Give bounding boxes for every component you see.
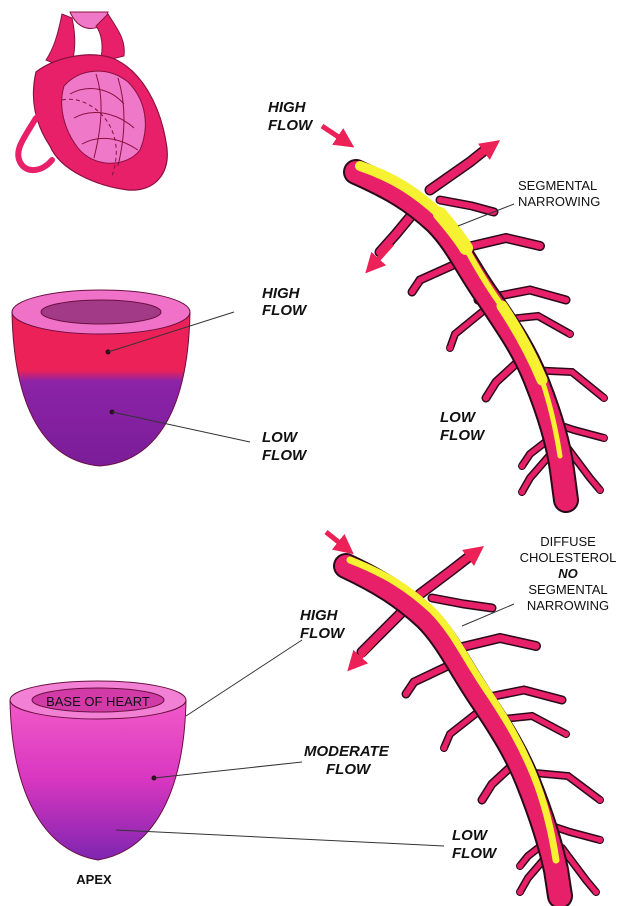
svg-text:FLOW: FLOW: [268, 117, 314, 134]
svg-text:FLOW: FLOW: [440, 427, 486, 444]
svg-text:FLOW: FLOW: [326, 761, 372, 778]
heart-outline-icon: [18, 12, 167, 190]
label-diffuse-cholesterol: DIFFUSE CHOLESTEROL NO SEGMENTAL NARROWI…: [520, 534, 617, 613]
svg-text:SEGMENTAL: SEGMENTAL: [518, 178, 597, 193]
svg-text:CHOLESTEROL: CHOLESTEROL: [520, 550, 617, 565]
svg-text:LOW: LOW: [262, 429, 299, 446]
label-bottom-high-flow: HIGH FLOW: [300, 607, 346, 642]
label-apex: APEX: [76, 872, 112, 887]
svg-text:HIGH: HIGH: [262, 285, 301, 302]
svg-text:DIFFUSE: DIFFUSE: [540, 534, 596, 549]
svg-text:FLOW: FLOW: [262, 447, 308, 464]
svg-text:FLOW: FLOW: [262, 302, 308, 319]
svg-text:FLOW: FLOW: [452, 845, 498, 862]
label-moderate-flow: MODERATE FLOW: [304, 743, 390, 778]
svg-text:HIGH: HIGH: [268, 99, 307, 116]
svg-text:MODERATE: MODERATE: [304, 743, 390, 760]
label-top-ventricle-low-flow: LOW FLOW: [262, 429, 308, 464]
svg-text:APEX: APEX: [76, 872, 112, 887]
label-top-artery-low-flow: LOW FLOW: [440, 409, 486, 444]
svg-text:BASE OF HEART: BASE OF HEART: [46, 694, 150, 709]
ventricle-top: [12, 290, 190, 466]
svg-text:NARROWING: NARROWING: [527, 598, 609, 613]
label-segmental-narrowing: SEGMENTAL NARROWING: [518, 178, 600, 209]
label-bottom-low-flow: LOW FLOW: [452, 827, 498, 862]
svg-text:NO: NO: [558, 566, 578, 581]
label-base-of-heart: BASE OF HEART: [46, 694, 150, 709]
svg-text:LOW: LOW: [440, 409, 477, 426]
svg-text:SEGMENTAL: SEGMENTAL: [528, 582, 607, 597]
svg-text:LOW: LOW: [452, 827, 489, 844]
label-top-artery-high-flow: HIGH FLOW: [268, 99, 314, 134]
label-top-ventricle-high-flow: HIGH FLOW: [262, 285, 308, 319]
svg-text:NARROWING: NARROWING: [518, 194, 600, 209]
svg-text:HIGH: HIGH: [300, 607, 339, 624]
svg-text:FLOW: FLOW: [300, 625, 346, 642]
